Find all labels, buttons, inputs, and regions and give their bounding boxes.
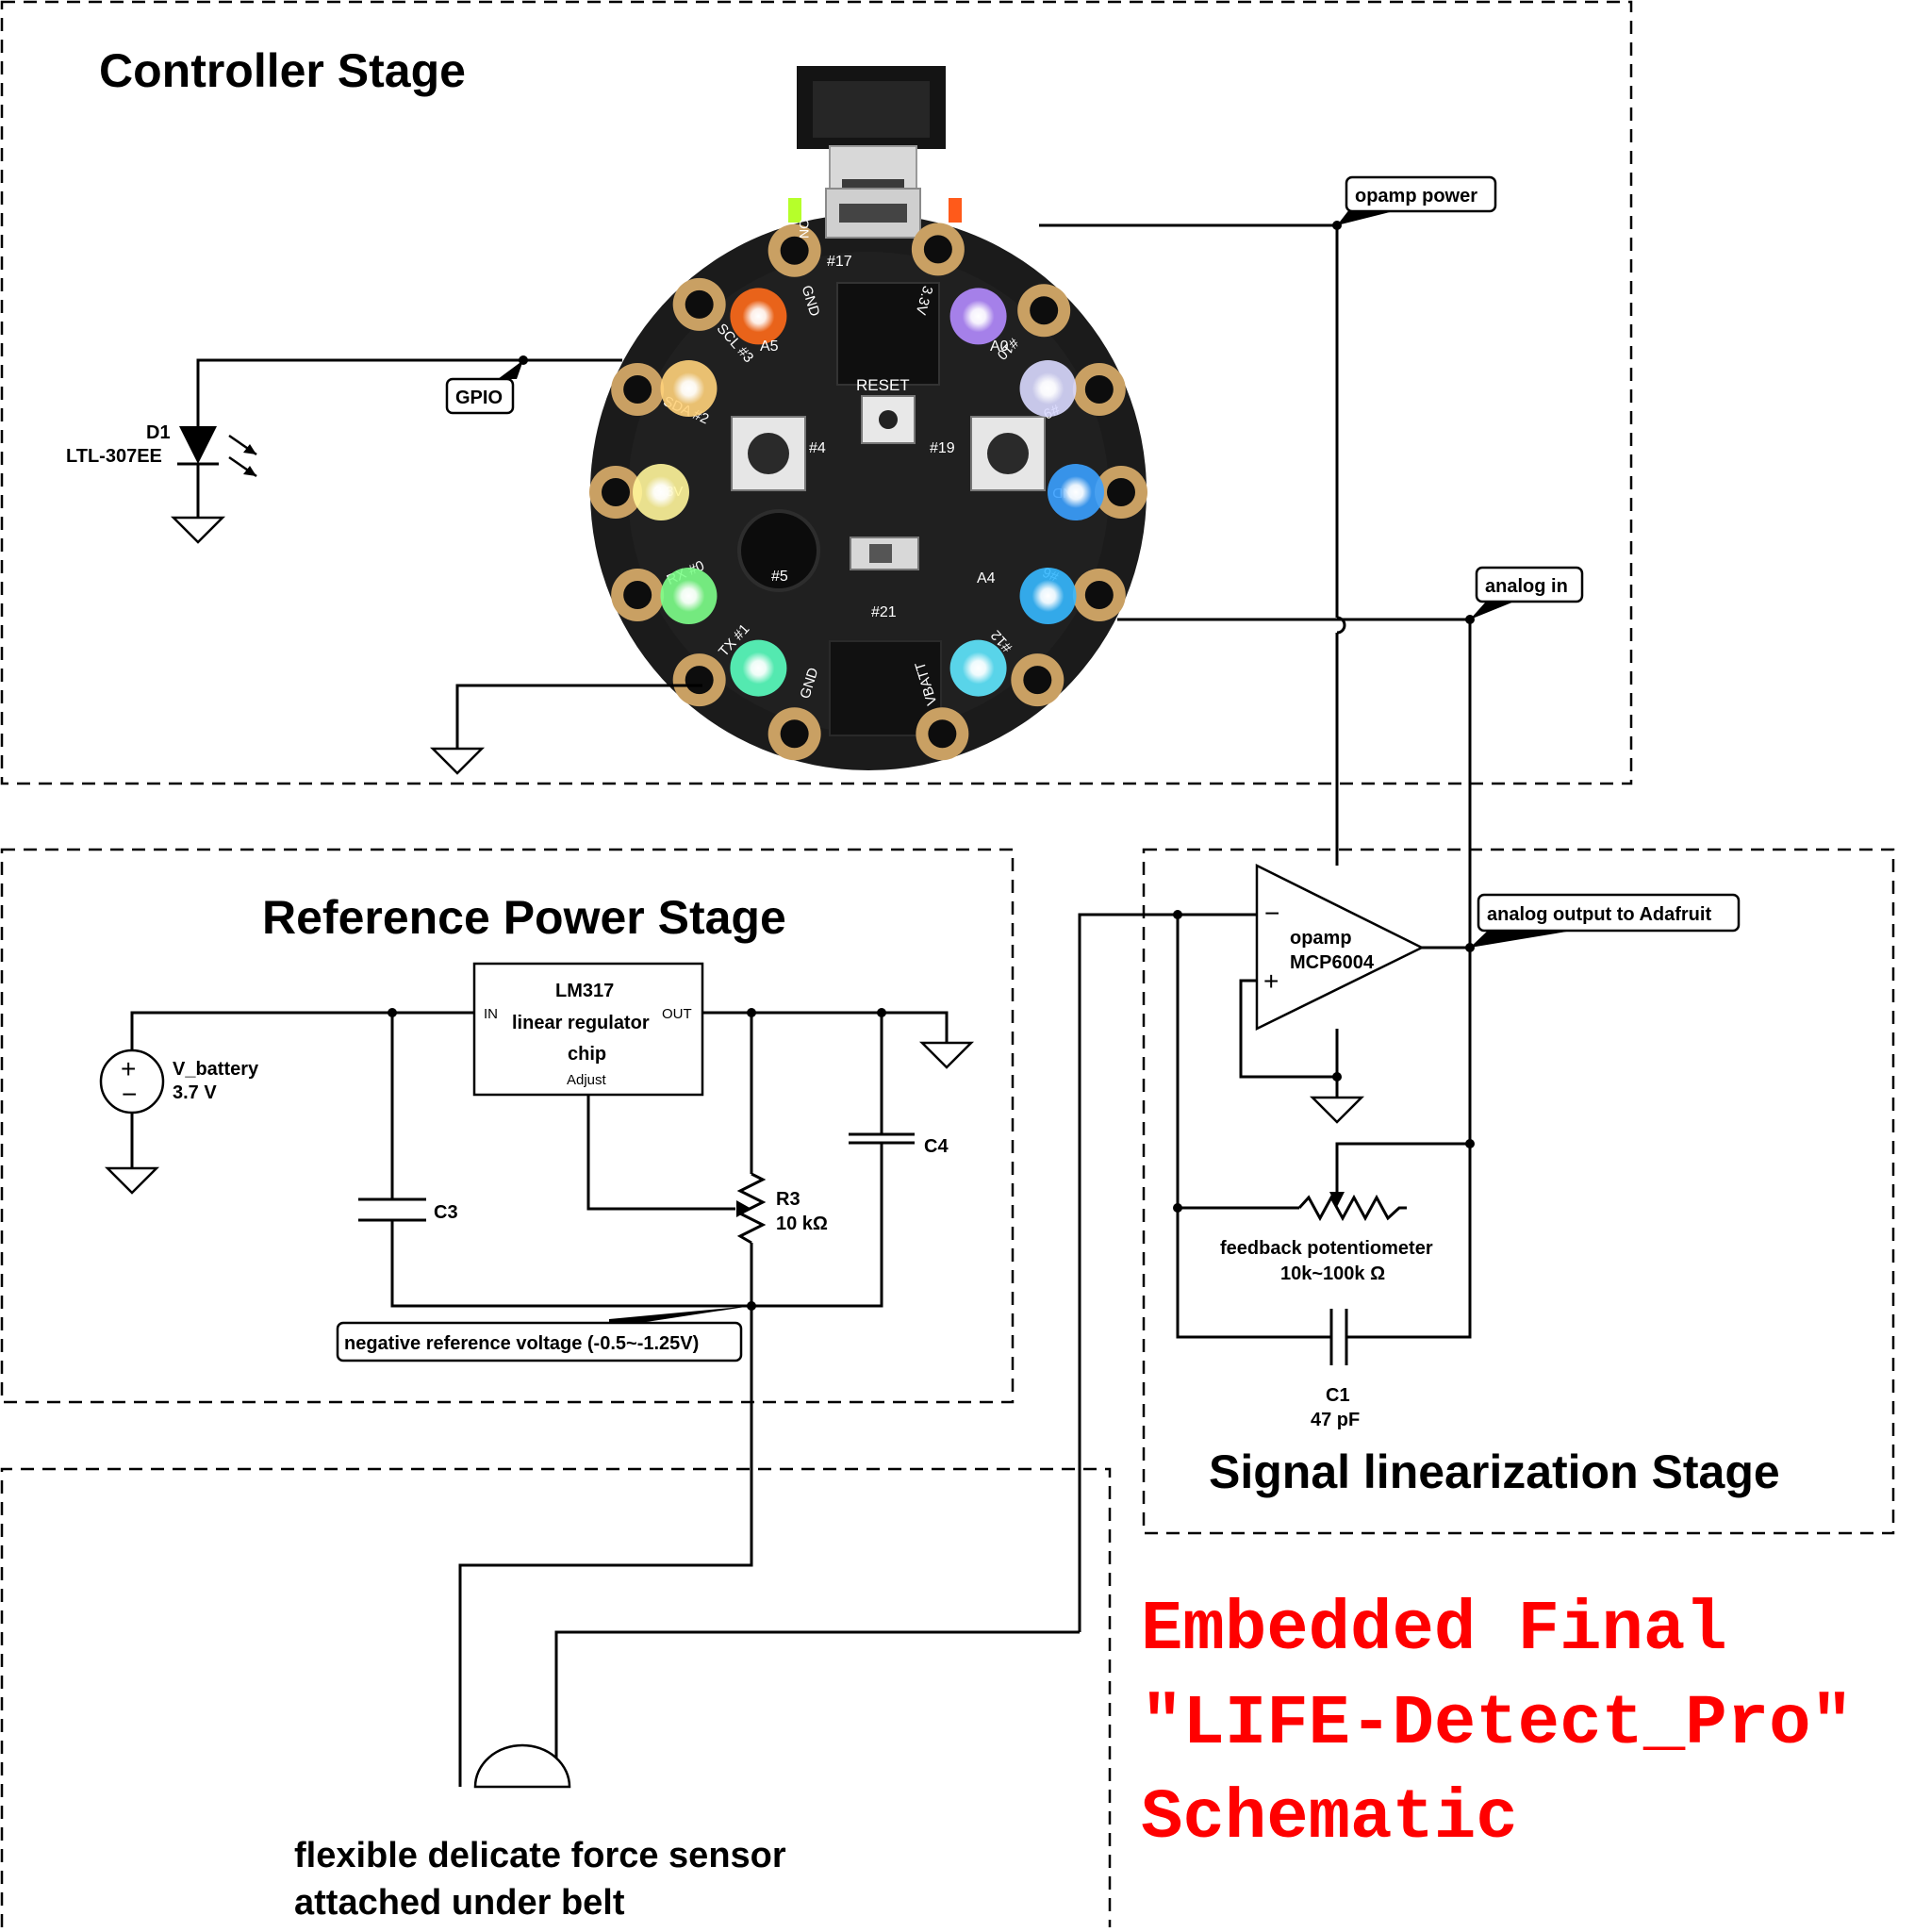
- pot-line1: feedback potentiometer: [1220, 1238, 1433, 1259]
- title-line1: Embedded Final: [1141, 1591, 1727, 1670]
- regulator-line3: chip: [568, 1044, 606, 1065]
- status-led-13: [949, 198, 962, 223]
- silk-on: ON: [797, 219, 812, 239]
- silk-a0: A0: [990, 339, 1009, 355]
- signal-wiring: [554, 910, 1475, 1787]
- signal-linearization-stage-title: Signal linearization Stage: [1209, 1445, 1780, 1498]
- battery-source-symbol: + −: [99, 1049, 165, 1115]
- signal-linearization-stage-box: [1142, 848, 1895, 1535]
- silk-19: #19: [930, 440, 955, 456]
- controller-stage-box: [0, 0, 1633, 785]
- board-pad: GND: [767, 666, 822, 761]
- svg-text:negative reference voltage (-0: negative reference voltage (-0.5~-1.25V): [344, 1333, 699, 1354]
- neopixel-led: [1019, 360, 1077, 417]
- neopixel-led: [660, 360, 718, 417]
- c4-ref: C4: [924, 1136, 949, 1157]
- regulator-line2: linear regulator: [512, 1013, 650, 1033]
- silk-5: #5: [771, 569, 788, 585]
- r3-value: 10 kΩ: [776, 1214, 828, 1234]
- title-line3: Schematic: [1141, 1779, 1518, 1858]
- microcontroller-chip: [836, 282, 940, 386]
- svg-text:opamp power: opamp power: [1355, 186, 1477, 206]
- force-sensor-symbol: [473, 1743, 571, 1789]
- silk-a4: A4: [977, 570, 996, 586]
- regulator-pin-in: IN: [484, 1006, 498, 1022]
- svg-text:analog in: analog in: [1485, 576, 1568, 597]
- svg-text:+: +: [121, 1054, 136, 1083]
- lm317-regulator: [472, 962, 704, 1097]
- neopixel-led: [949, 639, 1007, 697]
- feedback-potentiometer: [1297, 1173, 1407, 1222]
- svg-text:GPIO: GPIO: [455, 388, 503, 408]
- reference-wiring: [106, 1008, 973, 1787]
- opamp-plus: +: [1263, 966, 1279, 996]
- silk-17: #17: [827, 254, 852, 270]
- capacitor-c1: [1329, 1309, 1348, 1365]
- battery-value: 3.7 V: [173, 1082, 217, 1103]
- d1-part: LTL-307EE: [66, 446, 162, 467]
- neopixel-led: [660, 568, 718, 624]
- controller-stage-title: Controller Stage: [99, 44, 466, 97]
- silk-21: #21: [871, 604, 897, 620]
- regulator-pin-out: OUT: [662, 1006, 692, 1022]
- regulator-line1: LM317: [555, 981, 614, 1001]
- silk-a5: A5: [760, 339, 779, 355]
- neopixel-led: [730, 639, 787, 697]
- neopixel-led: [949, 288, 1007, 345]
- opamp-power-net-label: opamp power: [1337, 175, 1497, 225]
- c3-ref: C3: [434, 1202, 458, 1223]
- silk-13: #13: [963, 198, 978, 221]
- analog-in-net-label: analog in: [1470, 566, 1584, 619]
- neopixel-led: [1019, 568, 1077, 624]
- d1-ref: D1: [146, 422, 171, 443]
- neopixel-ring: [633, 288, 1104, 697]
- negative-reference-net-label: negative reference voltage (-0.5~-1.25V): [336, 1306, 751, 1362]
- neopixel-led: [1048, 464, 1104, 520]
- status-led-on: [788, 198, 801, 223]
- opamp-minus: −: [1264, 899, 1279, 928]
- reference-power-stage-title: Reference Power Stage: [262, 891, 786, 944]
- regulator-pin-adjust: Adjust: [567, 1072, 607, 1088]
- sensor-section-box: [0, 1467, 1112, 1927]
- c1-value: 47 pF: [1311, 1410, 1360, 1430]
- neopixel-led: [730, 288, 787, 345]
- opamp-triangle-symbol: [1255, 863, 1425, 1032]
- analog-output-net-label: analog output to Adafruit: [1470, 893, 1741, 948]
- neopixel-led: [633, 464, 689, 520]
- capacitor-c3: [358, 1197, 426, 1222]
- silk-reset: RESET: [856, 376, 910, 394]
- sensor-line2: attached under belt: [294, 1883, 625, 1923]
- opamp-line1: opamp: [1290, 928, 1352, 949]
- speaker: [737, 509, 820, 592]
- sensor-line1: flexible delicate force sensor: [294, 1836, 786, 1875]
- svg-text:analog output to Adafruit: analog output to Adafruit: [1487, 904, 1711, 925]
- title-line2: "LIFE-Detect_Pro": [1141, 1685, 1853, 1764]
- board-pad: #12: [988, 627, 1065, 707]
- r3-ref: R3: [776, 1189, 800, 1210]
- svg-text:−: −: [122, 1080, 137, 1109]
- pot-line2: 10k~100k Ω: [1280, 1263, 1385, 1284]
- board-pad: #10: [994, 284, 1071, 363]
- resistor-r3: [736, 1172, 767, 1245]
- gpio-net-label: GPIO: [445, 360, 523, 415]
- led-diode-symbol: [177, 426, 257, 478]
- capacitor-c4: [849, 1132, 915, 1145]
- silk-4: #4: [809, 440, 826, 456]
- reference-power-stage-box: [0, 848, 1015, 1404]
- c1-ref: C1: [1326, 1385, 1350, 1406]
- battery-name: V_battery: [173, 1059, 259, 1080]
- opamp-line2: MCP6004: [1290, 952, 1375, 973]
